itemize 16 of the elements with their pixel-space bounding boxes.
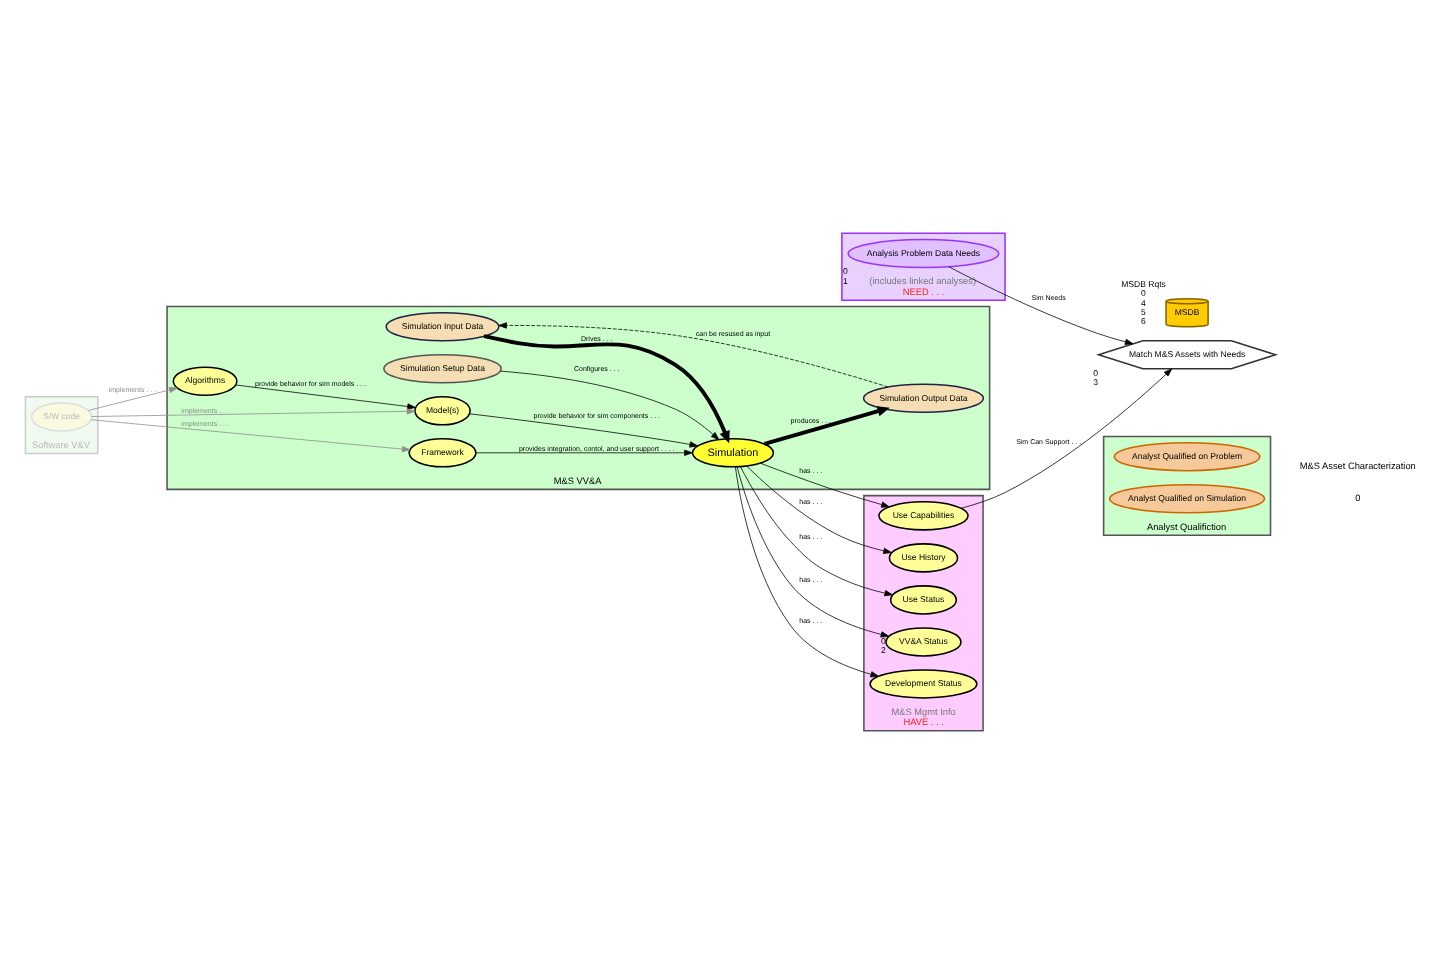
arrow bbox=[469, 413, 699, 448]
arrow bbox=[763, 406, 890, 446]
arrow bbox=[960, 368, 1173, 509]
arrow bbox=[760, 462, 890, 508]
arrow bbox=[475, 449, 693, 456]
arrow bbox=[735, 466, 879, 678]
arrow bbox=[483, 334, 730, 444]
arrow bbox=[498, 322, 889, 388]
arrow bbox=[88, 386, 178, 411]
arrow bbox=[740, 466, 893, 597]
arrow bbox=[90, 419, 411, 453]
arrow bbox=[91, 408, 416, 417]
arrow bbox=[736, 466, 890, 638]
arrow bbox=[746, 465, 892, 554]
arrow bbox=[235, 384, 416, 410]
arrow bbox=[499, 370, 720, 440]
